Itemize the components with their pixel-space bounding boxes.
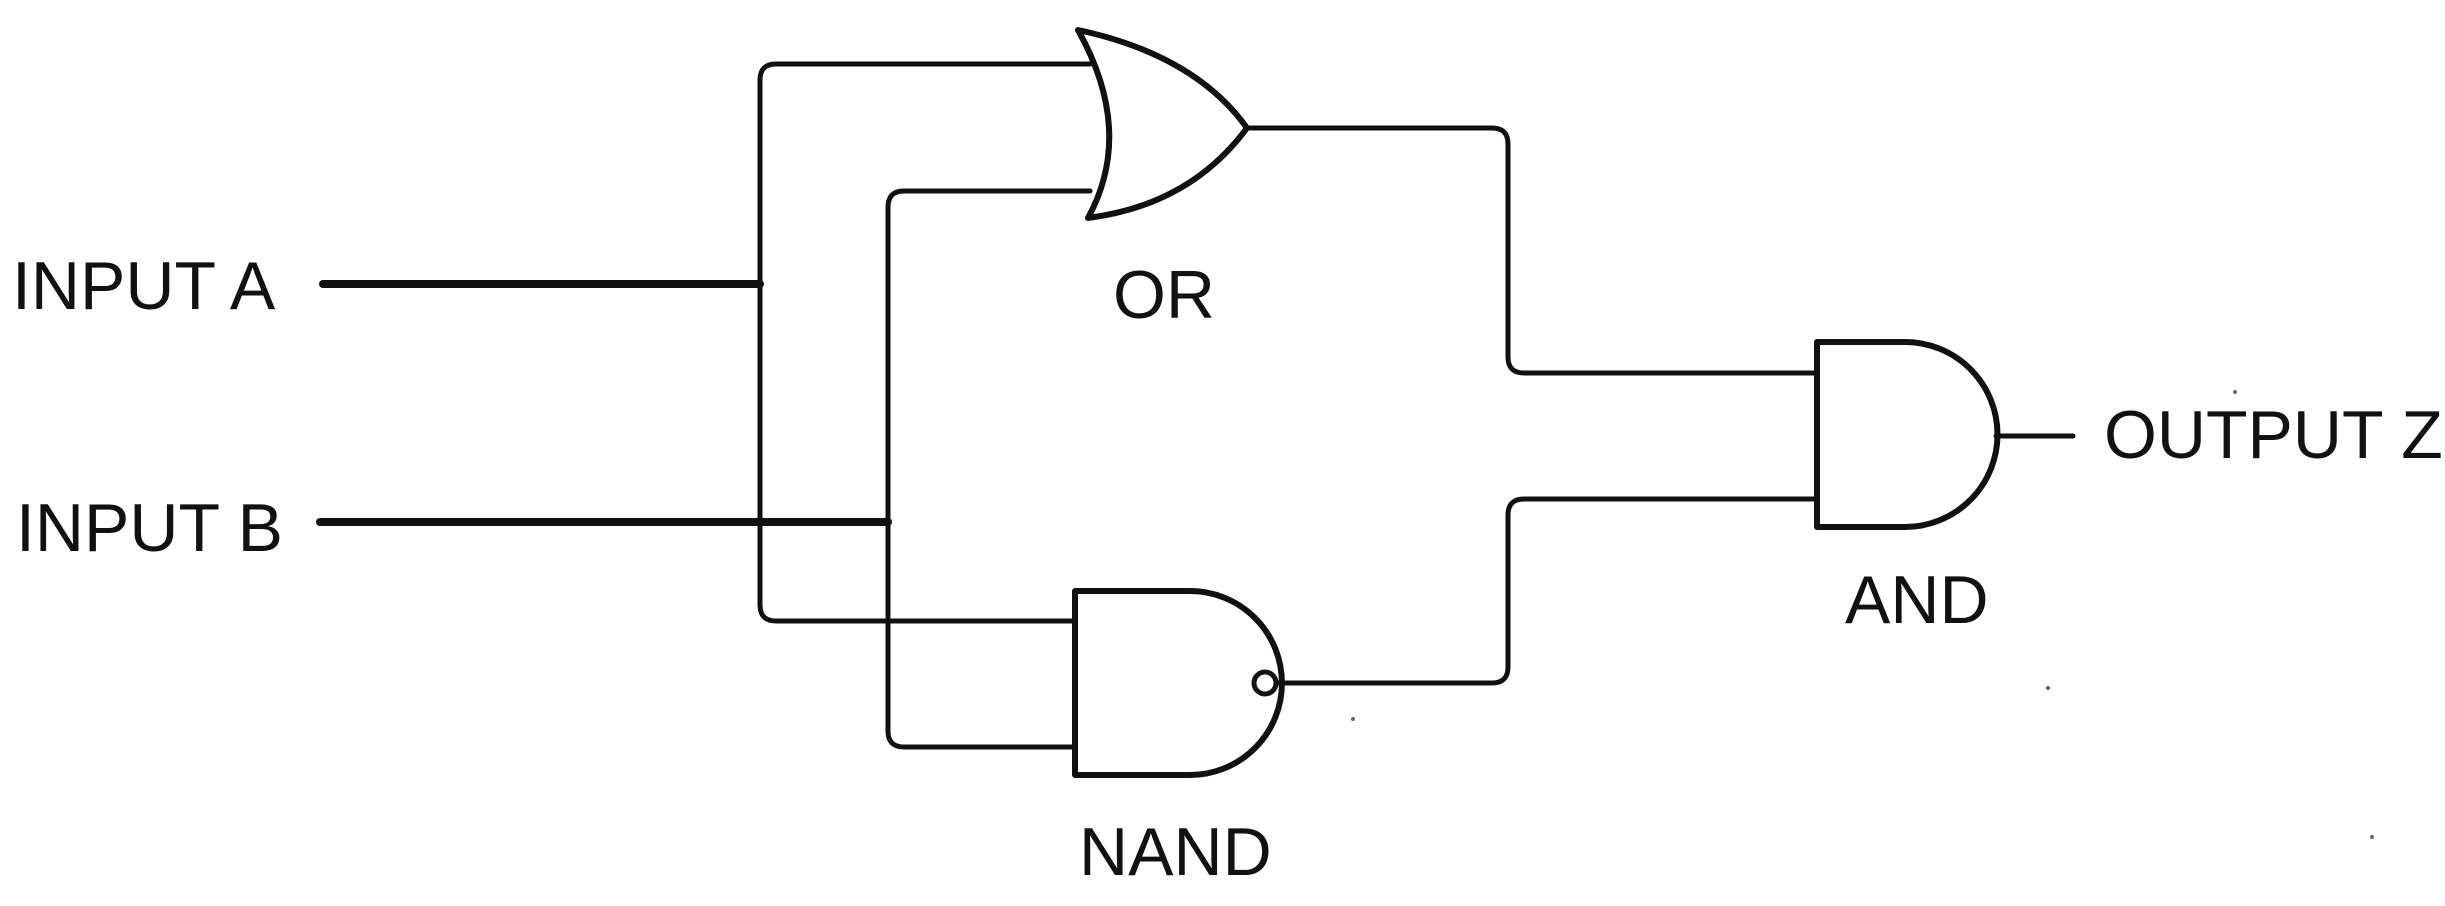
or-to-and-wire [1244,125,1820,376]
and-gate-symbol [1814,339,2001,530]
nand-inversion-bubble [1251,669,1279,697]
input-a-label: INPUT A [12,248,276,324]
nand-gate-symbol [1072,588,1285,778]
nand-gate-label: NAND [1079,814,1272,890]
or-gate-label: OR [1113,257,1215,333]
scan-speck [2046,686,2050,690]
scan-speck [2370,835,2374,839]
input-a-nand-wire [757,281,1078,624]
scan-speck [1351,717,1355,721]
or-gate-symbol [1075,27,1250,221]
input-b-or-wire [885,188,1093,525]
and-gate-label: AND [1845,562,1989,638]
output-z-label: OUTPUT Z [2104,397,2443,473]
scan-speck [2233,390,2237,394]
input-b-label: INPUT B [16,490,283,566]
input-b-nand-wire [885,519,1078,750]
nand-to-and-wire [1273,496,1820,686]
input-a-or-wire [757,61,1093,287]
